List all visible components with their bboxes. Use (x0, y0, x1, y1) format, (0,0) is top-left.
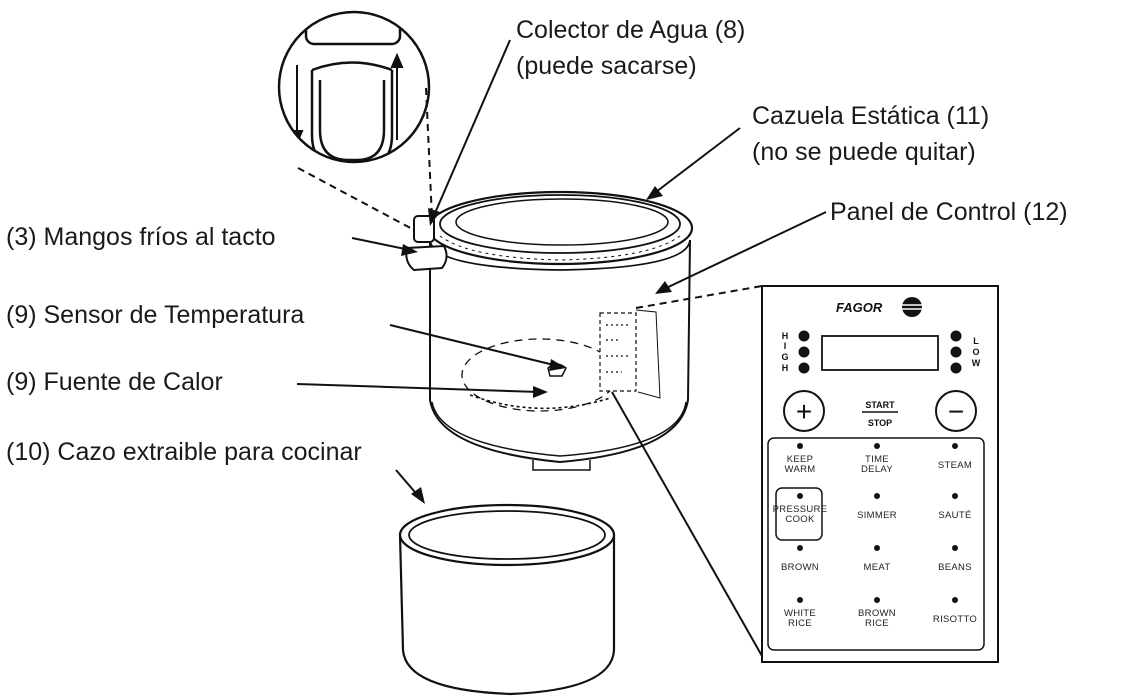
svg-text:G: G (781, 352, 788, 362)
indicator-led (874, 597, 880, 603)
program-button-risotto[interactable]: RISOTTO (933, 597, 977, 625)
indicator-led (952, 443, 958, 449)
magnifier-detail (277, 10, 433, 233)
program-button-steam[interactable]: STEAM (938, 443, 972, 471)
label-heat-source: (9) Fuente de Calor (6, 368, 223, 396)
minus-icon: − (948, 396, 964, 427)
label-water-collector: Colector de Agua (8) (516, 16, 745, 44)
minus-button[interactable]: − (935, 390, 977, 432)
indicator-led (874, 493, 880, 499)
svg-text:I: I (784, 341, 787, 351)
program-button-saut-[interactable]: SAUTÉ (938, 493, 971, 521)
svg-text:H: H (782, 331, 789, 341)
brand-logo-icon (902, 297, 922, 317)
indicator-led (874, 443, 880, 449)
program-label: SIMMER (857, 510, 897, 521)
indicator-led (874, 545, 880, 551)
program-label: RISOTTO (933, 614, 977, 625)
start-label: START (865, 400, 895, 410)
indicator-led (952, 545, 958, 551)
pressure-cook-highlight (775, 487, 823, 541)
high-indicators: H I G H (781, 330, 810, 374)
program-label: MEAT (864, 562, 891, 573)
program-button-brown[interactable]: BROWN (781, 545, 819, 573)
brand-logo: FAGOR (836, 300, 883, 315)
program-label: BROWN (858, 608, 896, 619)
program-label: BEANS (938, 562, 972, 573)
indicator-led (797, 545, 803, 551)
svg-text:L: L (973, 336, 979, 346)
program-label: TIME (865, 454, 889, 465)
program-label: KEEP (787, 454, 814, 465)
program-button-meat[interactable]: MEAT (864, 545, 891, 573)
label-water-collector-note: (puede sacarse) (516, 52, 697, 80)
label-static-casserole: Cazuela Estática (11) (752, 102, 989, 130)
label-temp-sensor: (9) Sensor de Temperatura (6, 301, 304, 329)
label-static-casserole-note: (no se puede quitar) (752, 138, 976, 166)
indicator-led (797, 493, 803, 499)
program-label: COOK (785, 514, 815, 525)
indicator-led (952, 493, 958, 499)
label-control-panel: Panel de Control (12) (830, 198, 1068, 226)
svg-text:O: O (972, 347, 979, 357)
indicator-led (952, 597, 958, 603)
control-panel-detail: FAGOR H I G H L O W + START (761, 285, 999, 663)
program-label: RICE (865, 618, 889, 629)
indicator-led (797, 597, 803, 603)
program-label: WHITE (784, 608, 816, 619)
low-indicators: L O W (950, 330, 981, 374)
program-button-simmer[interactable]: SIMMER (857, 493, 897, 521)
plus-button[interactable]: + (783, 390, 825, 432)
program-label: WARM (785, 464, 816, 475)
stop-label: STOP (868, 418, 892, 428)
callout-labels: Colector de Agua (8) (puede sacarse) Caz… (6, 16, 1068, 466)
start-stop-button[interactable]: START STOP (862, 400, 898, 428)
plus-icon: + (796, 396, 812, 427)
label-cool-handles: (3) Mangos fríos al tacto (6, 223, 276, 251)
label-removable-pot: (10) Cazo extraible para cocinar (6, 438, 362, 466)
program-label: PRESSURE (773, 504, 828, 515)
program-label: DELAY (861, 464, 893, 475)
svg-text:H: H (782, 363, 789, 373)
inner-pot (398, 503, 616, 696)
program-label: RICE (788, 618, 812, 629)
svg-text:W: W (972, 358, 981, 368)
program-button-beans[interactable]: BEANS (938, 545, 972, 573)
program-label: BROWN (781, 562, 819, 573)
indicator-led (797, 443, 803, 449)
cooker-body (405, 190, 694, 471)
lcd-display (821, 335, 939, 371)
leader-lines (296, 39, 827, 657)
program-label: SAUTÉ (938, 510, 971, 521)
program-label: STEAM (938, 460, 972, 471)
